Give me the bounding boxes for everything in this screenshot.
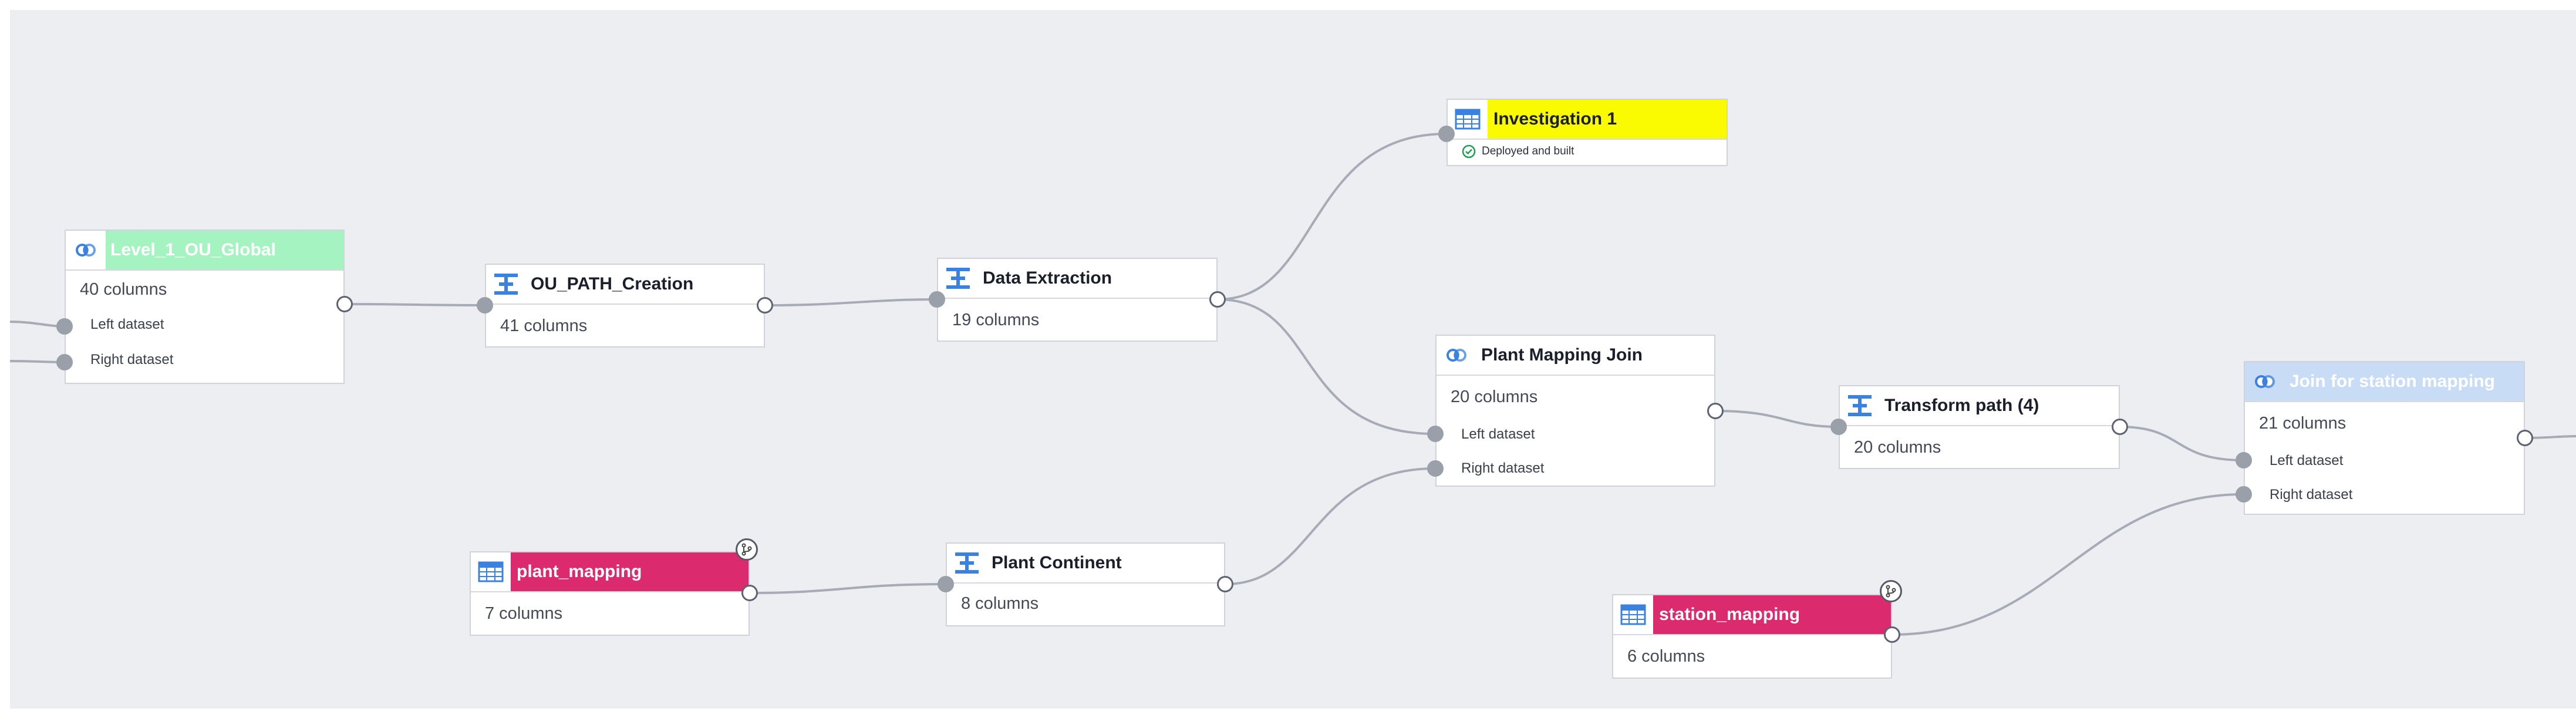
transform-icon xyxy=(1840,386,1880,425)
right-dataset-label: Right dataset xyxy=(2270,487,2353,503)
output-port[interactable] xyxy=(2517,430,2533,446)
output-port[interactable] xyxy=(336,296,353,312)
branch-icon[interactable] xyxy=(1880,580,1902,602)
transform-icon xyxy=(938,259,978,298)
join-icon xyxy=(66,231,106,269)
output-port[interactable] xyxy=(1707,403,1724,419)
column-count: 40 columns xyxy=(80,280,167,299)
right-input-port[interactable] xyxy=(1427,460,1444,477)
right-dataset-label: Right dataset xyxy=(1461,460,1545,476)
transform-icon xyxy=(486,265,526,304)
right-dataset-label: Right dataset xyxy=(90,352,174,368)
left-dataset-label: Left dataset xyxy=(90,316,164,332)
deployed-check-icon xyxy=(1462,144,1476,159)
node-title: Investigation 1 xyxy=(1493,109,1617,129)
left-dataset-label: Left dataset xyxy=(1461,426,1535,442)
input-port[interactable] xyxy=(1830,419,1847,435)
column-count: 7 columns xyxy=(485,604,563,623)
output-port[interactable] xyxy=(757,297,773,314)
column-count: 41 columns xyxy=(500,316,588,335)
node-title: Level_1_OU_Global xyxy=(110,240,276,259)
node-title: Transform path (4) xyxy=(1884,396,2039,415)
input-port[interactable] xyxy=(929,291,945,308)
column-count: 20 columns xyxy=(1451,387,1538,406)
node-level-1-ou-global[interactable]: Level_1_OU_Global 40 columns Left datase… xyxy=(65,230,345,384)
output-port[interactable] xyxy=(1209,291,1226,308)
node-data-extraction[interactable]: Data Extraction 19 columns xyxy=(937,258,1218,342)
column-count: 19 columns xyxy=(952,311,1040,329)
node-join-for-station-mapping[interactable]: Join for station mapping 21 columns Left… xyxy=(2244,361,2525,515)
right-input-port[interactable] xyxy=(2236,486,2252,503)
transform-icon xyxy=(947,544,987,582)
left-input-port[interactable] xyxy=(2236,452,2252,468)
right-input-port[interactable] xyxy=(56,354,73,370)
column-count: 8 columns xyxy=(961,594,1039,613)
node-title: Data Extraction xyxy=(983,268,1112,288)
node-investigation-1[interactable]: Investigation 1 Deployed and built xyxy=(1447,99,1728,166)
node-title: plant_mapping xyxy=(517,562,642,581)
output-port[interactable] xyxy=(1217,576,1233,592)
column-count: 21 columns xyxy=(2259,414,2346,433)
output-port[interactable] xyxy=(2112,419,2128,435)
dataset-table-icon xyxy=(471,552,511,591)
join-icon xyxy=(1437,336,1476,375)
deploy-status: Deployed and built xyxy=(1462,144,1574,159)
deploy-status-text: Deployed and built xyxy=(1482,145,1574,157)
node-plant-mapping[interactable]: plant_mapping 7 columns xyxy=(470,551,750,636)
node-title: Plant Mapping Join xyxy=(1481,345,1643,365)
node-plant-continent[interactable]: Plant Continent 8 columns xyxy=(946,542,1225,626)
branch-icon[interactable] xyxy=(736,538,758,561)
node-title: station_mapping xyxy=(1659,605,1800,624)
left-input-port[interactable] xyxy=(1427,426,1444,442)
output-port[interactable] xyxy=(1884,626,1900,643)
left-dataset-label: Left dataset xyxy=(2270,453,2344,468)
input-port[interactable] xyxy=(938,576,954,592)
column-count: 6 columns xyxy=(1627,647,1705,666)
dataset-table-icon xyxy=(1613,595,1653,634)
join-icon xyxy=(2245,362,2285,401)
node-ou-path-creation[interactable]: OU_PATH_Creation 41 columns xyxy=(485,264,765,348)
node-transform-path-4[interactable]: Transform path (4) 20 columns xyxy=(1839,385,2120,469)
node-plant-mapping-join[interactable]: Plant Mapping Join 20 columns Left datas… xyxy=(1435,335,1715,487)
node-title: OU_PATH_Creation xyxy=(531,274,694,294)
output-port[interactable] xyxy=(741,585,758,601)
column-count: 20 columns xyxy=(1854,438,1941,457)
node-station-mapping[interactable]: station_mapping 6 columns xyxy=(1612,594,1892,679)
pipeline-graph-canvas[interactable] xyxy=(10,10,2576,709)
node-title: Join for station mapping xyxy=(2290,372,2495,391)
left-input-port[interactable] xyxy=(56,318,73,335)
input-port[interactable] xyxy=(1438,126,1455,142)
input-port[interactable] xyxy=(477,297,493,314)
node-title: Plant Continent xyxy=(992,553,1122,572)
